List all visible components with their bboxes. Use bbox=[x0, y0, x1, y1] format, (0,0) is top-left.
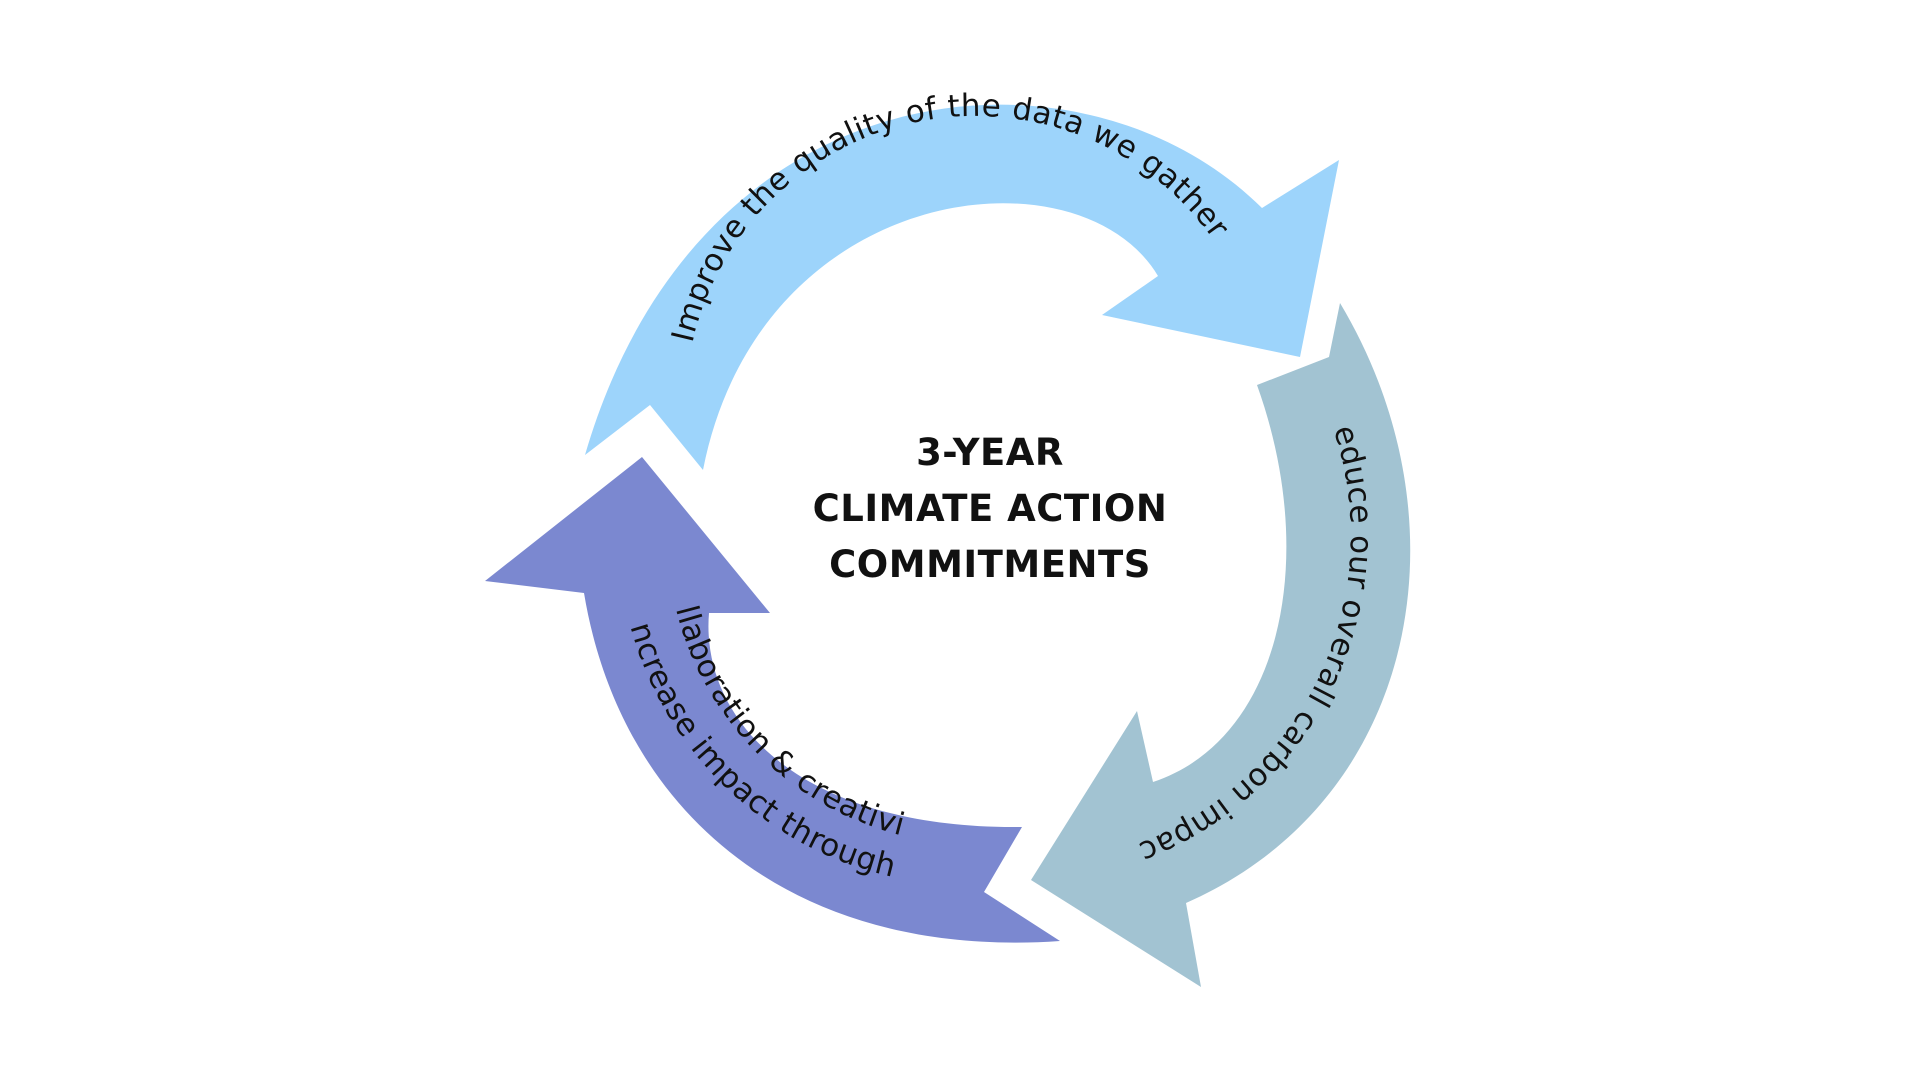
arrow-top-improve-data bbox=[585, 104, 1339, 471]
center-title-line-2: CLIMATE ACTION bbox=[812, 487, 1168, 530]
center-title: 3-YEAR CLIMATE ACTION COMMITMENTS bbox=[760, 425, 1220, 593]
arrow-right-reduce-carbon bbox=[1031, 303, 1411, 987]
center-title-line-1: 3-YEAR bbox=[916, 431, 1064, 474]
arrow-left-increase-impact bbox=[485, 457, 1060, 943]
center-title-line-3: COMMITMENTS bbox=[829, 543, 1151, 586]
arrow-left-label-line2: collaboration & creativity bbox=[0, 0, 909, 843]
